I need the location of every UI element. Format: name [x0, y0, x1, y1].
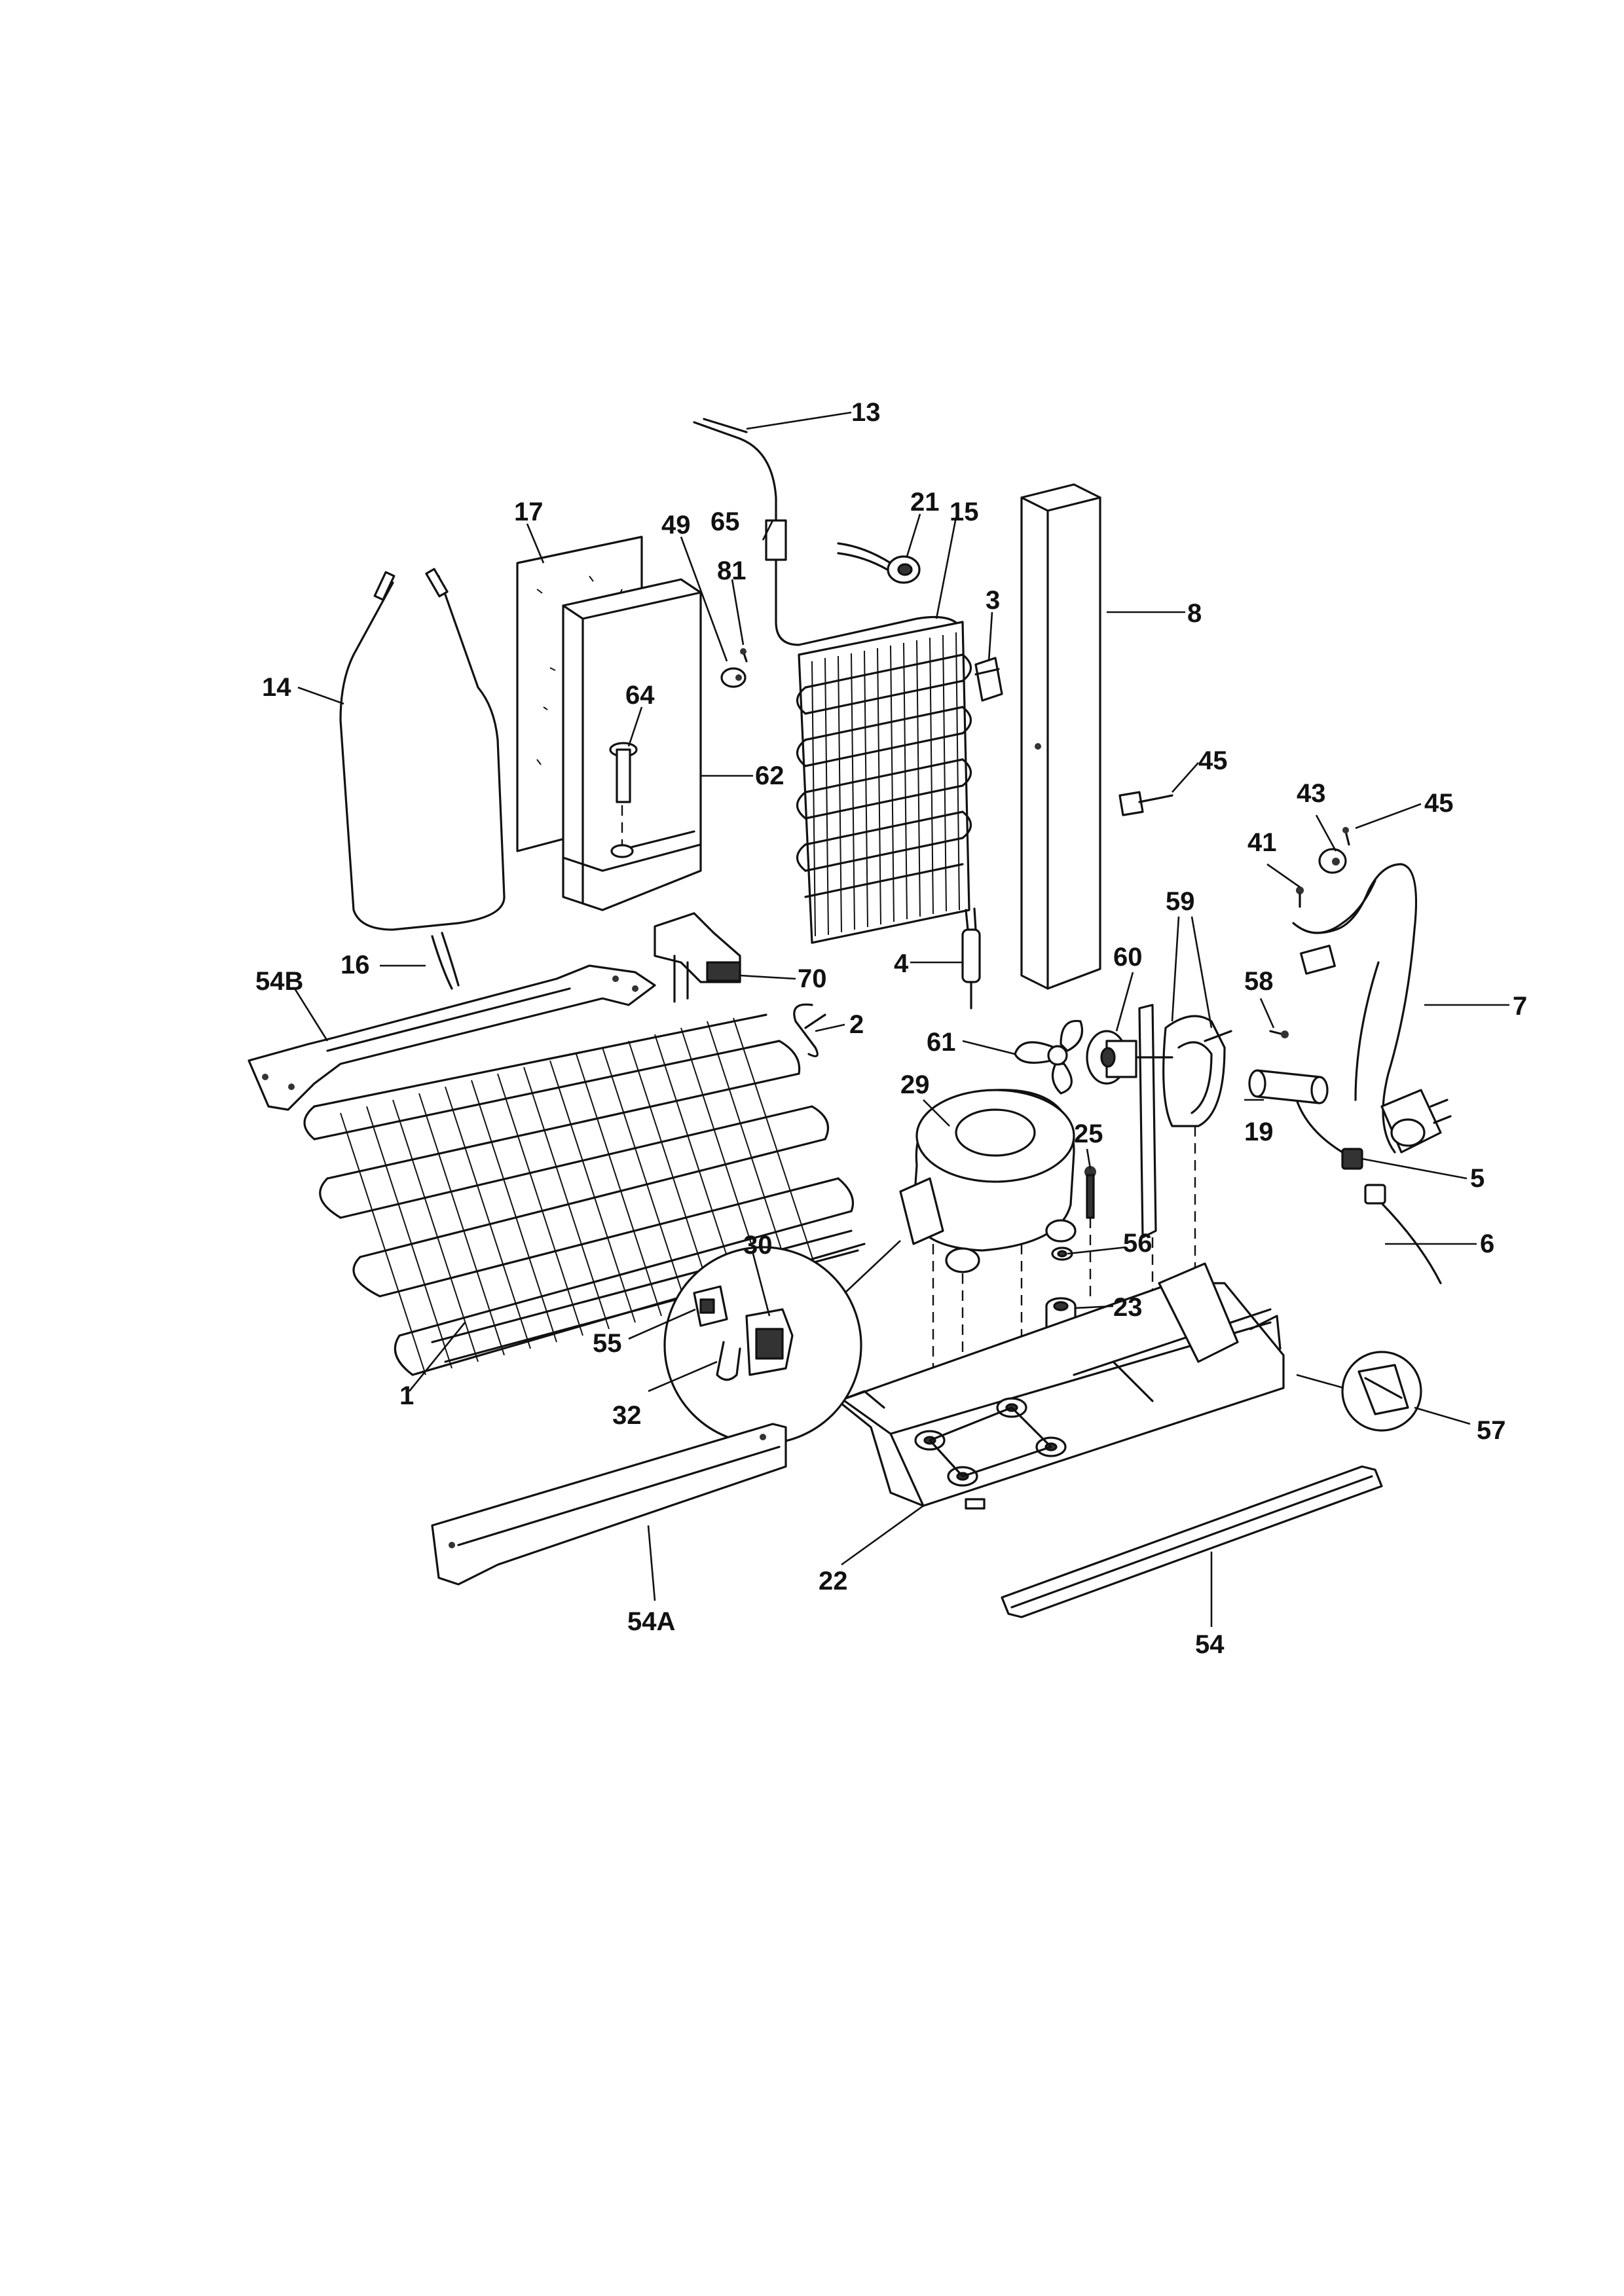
callout-54B: 54B — [255, 967, 303, 996]
callout-23: 23 — [1113, 1293, 1143, 1322]
rail-part-54 — [1001, 1465, 1383, 1618]
evaporator-coil-part-15 — [796, 621, 972, 944]
callout-2: 2 — [849, 1010, 864, 1039]
compressor-base-part-22 — [837, 1262, 1285, 1510]
screw-part-41 — [1296, 886, 1304, 908]
callout-58: 58 — [1244, 967, 1274, 996]
callout-21: 21 — [910, 488, 940, 517]
callout-14: 14 — [262, 673, 291, 702]
callout-32: 32 — [612, 1401, 642, 1430]
callout-6: 6 — [1480, 1230, 1494, 1258]
condenser-part-1 — [303, 1013, 866, 1376]
channel-part-8 — [1020, 483, 1101, 990]
callout-8: 8 — [1187, 599, 1202, 628]
connector-part-6 — [1364, 1184, 1442, 1285]
fan-motor-part-60 — [1086, 1030, 1173, 1085]
screw-part-25 — [1084, 1166, 1096, 1219]
grommet-part-64 — [609, 742, 638, 858]
fan-bracket-part-59 — [1138, 1004, 1232, 1239]
callout-7: 7 — [1513, 992, 1527, 1021]
screw-part-45-b — [1342, 827, 1350, 846]
callout-81: 81 — [717, 556, 747, 585]
overload-part-55 — [693, 1285, 728, 1327]
relay-part-30 — [745, 1308, 794, 1376]
heater-wire-part-14 — [339, 568, 506, 931]
screw-part-58 — [1269, 1030, 1289, 1038]
leader-lines — [293, 411, 1509, 1627]
callout-labels: 13 17 65 49 81 21 15 3 8 14 64 62 45 43 … — [255, 398, 1527, 1659]
callout-22: 22 — [819, 1567, 848, 1595]
callout-65: 65 — [710, 507, 740, 536]
callout-15: 15 — [950, 498, 979, 526]
bracket-part-70 — [654, 912, 741, 1003]
callout-64: 64 — [625, 681, 655, 710]
callout-57: 57 — [1477, 1416, 1506, 1445]
screw-part-45-a — [1118, 791, 1173, 816]
callout-17: 17 — [514, 498, 544, 526]
callout-54: 54 — [1195, 1630, 1225, 1659]
detail-circle-part-57 — [1296, 1351, 1422, 1432]
detail-circle-relay — [663, 1240, 901, 1445]
callout-56: 56 — [1123, 1229, 1153, 1258]
clamp-part-49 — [720, 667, 747, 688]
callout-19: 19 — [1244, 1118, 1274, 1146]
callout-5: 5 — [1470, 1164, 1485, 1193]
base-mount-cups — [914, 1397, 1067, 1487]
fan-blade-part-61 — [1014, 1019, 1084, 1095]
callout-43: 43 — [1297, 779, 1326, 808]
clip-part-16 — [431, 932, 460, 990]
rail-part-54A — [431, 1423, 787, 1586]
callout-60: 60 — [1113, 943, 1143, 972]
rail-part-54B — [248, 964, 656, 1111]
callout-4: 4 — [894, 949, 909, 978]
tube-part-19 — [1248, 1069, 1329, 1104]
callout-62: 62 — [755, 761, 784, 790]
compressor-part-29 — [899, 1089, 1077, 1273]
power-cord-part-7 — [1292, 863, 1452, 1154]
callout-45-a: 45 — [1198, 746, 1228, 775]
callout-16: 16 — [341, 951, 370, 979]
drier-part-4 — [961, 907, 981, 1010]
callout-49: 49 — [661, 511, 691, 539]
callout-29: 29 — [900, 1070, 930, 1099]
callout-59: 59 — [1166, 887, 1195, 916]
callout-13: 13 — [851, 398, 881, 427]
callout-30: 30 — [743, 1231, 773, 1260]
callout-3: 3 — [986, 586, 1000, 615]
callout-61: 61 — [927, 1028, 956, 1057]
callout-55: 55 — [593, 1329, 622, 1358]
cord-clip-part-43 — [1318, 848, 1347, 874]
callout-41: 41 — [1247, 828, 1277, 857]
screw-part-81 — [740, 648, 748, 663]
callout-54A: 54A — [627, 1607, 675, 1636]
callout-70: 70 — [798, 964, 827, 993]
clip-part-32 — [716, 1341, 741, 1381]
callout-25: 25 — [1074, 1120, 1103, 1148]
callout-45-b: 45 — [1424, 789, 1454, 818]
callout-1: 1 — [399, 1381, 414, 1410]
thermostat-part-21 — [837, 542, 921, 584]
clip-part-2 — [793, 1003, 826, 1057]
clip-part-3 — [974, 657, 1003, 702]
